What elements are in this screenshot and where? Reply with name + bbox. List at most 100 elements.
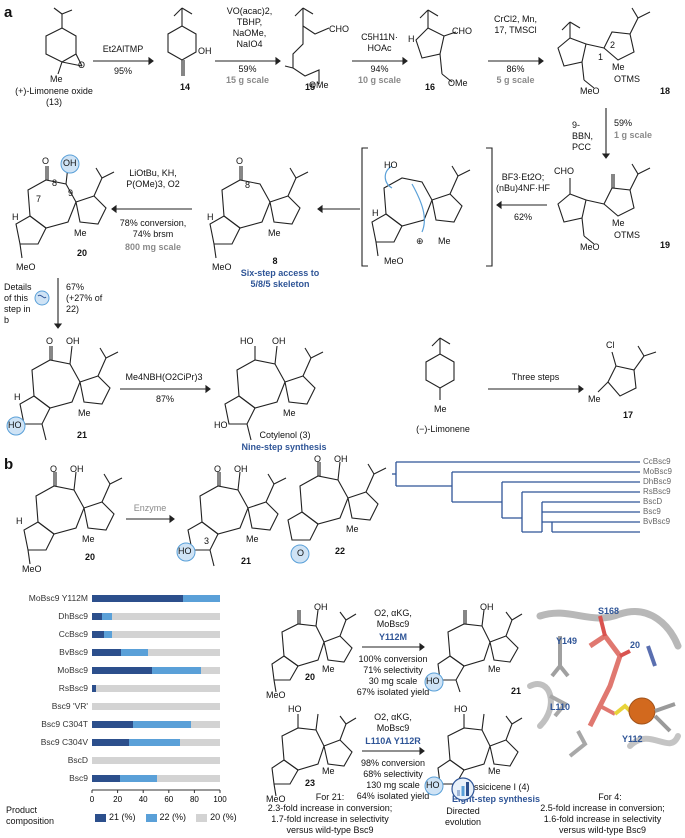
- compound-21-structure: [19, 345, 119, 441]
- nine-step-highlight: Nine-step synthesis: [241, 442, 327, 452]
- c18-atom2: 2: [610, 40, 616, 50]
- bar-segment-20: [190, 721, 220, 728]
- b21-ho: HO: [178, 546, 192, 556]
- limonene-me: Me: [434, 404, 447, 414]
- b21-atom3: 3: [204, 536, 210, 546]
- directed-evolution-label: Directed evolution: [444, 806, 482, 827]
- bar-segment-21: [92, 739, 130, 746]
- e1p-ho-highlight: [424, 672, 444, 692]
- compound-16-structure: [415, 9, 457, 83]
- b-compound-20-structure: [23, 471, 123, 565]
- r5-yield: 59%: [614, 118, 633, 128]
- six-step-highlight: Six-step access to 5/8/5 skeleton: [240, 268, 320, 289]
- r2-reagent: VO(acac)2, TBHP, NaOMe, NaIO4: [226, 6, 273, 49]
- r10-reagent: Three steps: [511, 372, 560, 382]
- tree-leaf-rsbsc9: RsBsc9: [643, 487, 671, 496]
- x-tick-label: 80: [190, 795, 199, 804]
- legend-21: 21 (%): [95, 812, 136, 822]
- limonene-label: (−)-Limonene: [416, 424, 470, 434]
- bar-segment-22: [129, 739, 181, 746]
- e1p-oh: OH: [480, 602, 494, 612]
- x-tick-label: 40: [139, 795, 148, 804]
- r1-reagent: Et2AlTMP: [102, 44, 144, 54]
- compound-15-label: 15: [304, 82, 315, 92]
- r2-yield: 59%: [238, 64, 257, 74]
- e1-stat-3: 67% isolated yield: [356, 687, 430, 697]
- c17-cl: Cl: [606, 340, 615, 350]
- c21-h: H: [14, 392, 21, 402]
- e1-mutant: Y112M: [378, 632, 408, 642]
- arrow-r2: [215, 56, 281, 66]
- r4-scale: 5 g scale: [496, 75, 535, 85]
- tree-leaf-dhbsc9: DhBsc9: [643, 477, 672, 486]
- bar-segment-22: [182, 595, 220, 602]
- chart-legend: 21 (%) 22 (%) 20 (%): [95, 812, 237, 823]
- footer-left-1: 2.3-fold increase in conversion;: [267, 803, 393, 813]
- c20-atom7: 7: [36, 194, 42, 204]
- arrow-r8: [53, 278, 63, 329]
- compound-18-structure: [557, 7, 651, 89]
- bar-segment-21: [92, 667, 153, 674]
- c18-meo: MeO: [580, 86, 600, 96]
- bar-segment-20: [112, 613, 220, 620]
- b21-me: Me: [246, 534, 259, 544]
- b-compound-22-structure: [287, 461, 387, 541]
- compound-19-structure: [557, 163, 651, 245]
- bar-segment-20: [92, 757, 220, 764]
- e2p-me: Me: [488, 766, 501, 776]
- limonene-oxide-structure: [45, 7, 83, 75]
- e2-stat-1: 68% selectivity: [363, 769, 423, 779]
- e2p-ho-highlight: [424, 776, 444, 796]
- bar-category-label: BvBsc9: [59, 647, 88, 657]
- c16-cho: CHO: [452, 26, 472, 36]
- r7-reagent: LiOtBu, KH, P(OMe)3, O2: [126, 168, 180, 189]
- brassicicene-label: Brassicicene I (4): [460, 782, 530, 792]
- e1-substrate-label: 20: [304, 672, 315, 682]
- c21-ho: HO: [8, 420, 22, 430]
- c8-o: O: [236, 156, 244, 166]
- e2p-ho-top: HO: [454, 704, 468, 714]
- c19-otms: OTMS: [614, 230, 640, 240]
- r3-reagent: C5H11N· HOAc: [361, 32, 398, 53]
- e1-product-label: 21: [510, 686, 521, 696]
- cot-me: Me: [283, 408, 296, 418]
- b20-meo: MeO: [22, 564, 42, 574]
- int-meo: MeO: [384, 256, 404, 266]
- label-20: 20: [630, 640, 641, 650]
- e2s-ho: HO: [288, 704, 302, 714]
- legend-22: 22 (%): [145, 812, 186, 822]
- c20-oh-highlight: [60, 154, 80, 174]
- compound-20-label: 20: [76, 248, 87, 258]
- b22-me: Me: [346, 524, 359, 534]
- r8-note: Details of this step in b: [4, 282, 32, 325]
- bar-category-label: Bsc9: [69, 773, 88, 783]
- arrow-r10: [488, 384, 584, 394]
- compound-8-structure: [209, 166, 309, 259]
- e1-product-structure: [437, 609, 523, 693]
- c21-me: Me: [78, 408, 91, 418]
- e1-substrate-structure: [271, 609, 357, 693]
- compound-14-label: 14: [179, 82, 190, 92]
- b21-ho-highlight: [176, 542, 196, 562]
- b22-o-ring: O: [297, 548, 305, 558]
- c15-cho: CHO: [329, 24, 349, 34]
- bar-segment-22: [103, 631, 113, 638]
- bar-segment-21: [92, 631, 104, 638]
- c20-h: H: [12, 212, 19, 222]
- r7-yield: 78% conversion, 74% brsm: [119, 218, 187, 239]
- bar-segment-21: [92, 649, 122, 656]
- x-tick-label: 60: [164, 795, 173, 804]
- int-charge: ⊕: [416, 236, 424, 246]
- c21-ho-highlight: [6, 416, 26, 436]
- r5-reagent: 9-BBN, PCC: [572, 120, 594, 152]
- r8-yield: 67% (+27% of 22): [66, 282, 103, 314]
- arrow-to-8: [317, 204, 360, 214]
- r4-yield: 86%: [506, 64, 525, 74]
- c16-h: H: [408, 34, 415, 44]
- bar-segment-20: [180, 739, 220, 746]
- footer-right-3: versus wild-type Bsc9: [558, 825, 647, 835]
- c19-me: Me: [612, 218, 625, 228]
- arrow-e1: [362, 642, 425, 652]
- tree-leaf-mobsc9: MoBsc9: [643, 467, 672, 476]
